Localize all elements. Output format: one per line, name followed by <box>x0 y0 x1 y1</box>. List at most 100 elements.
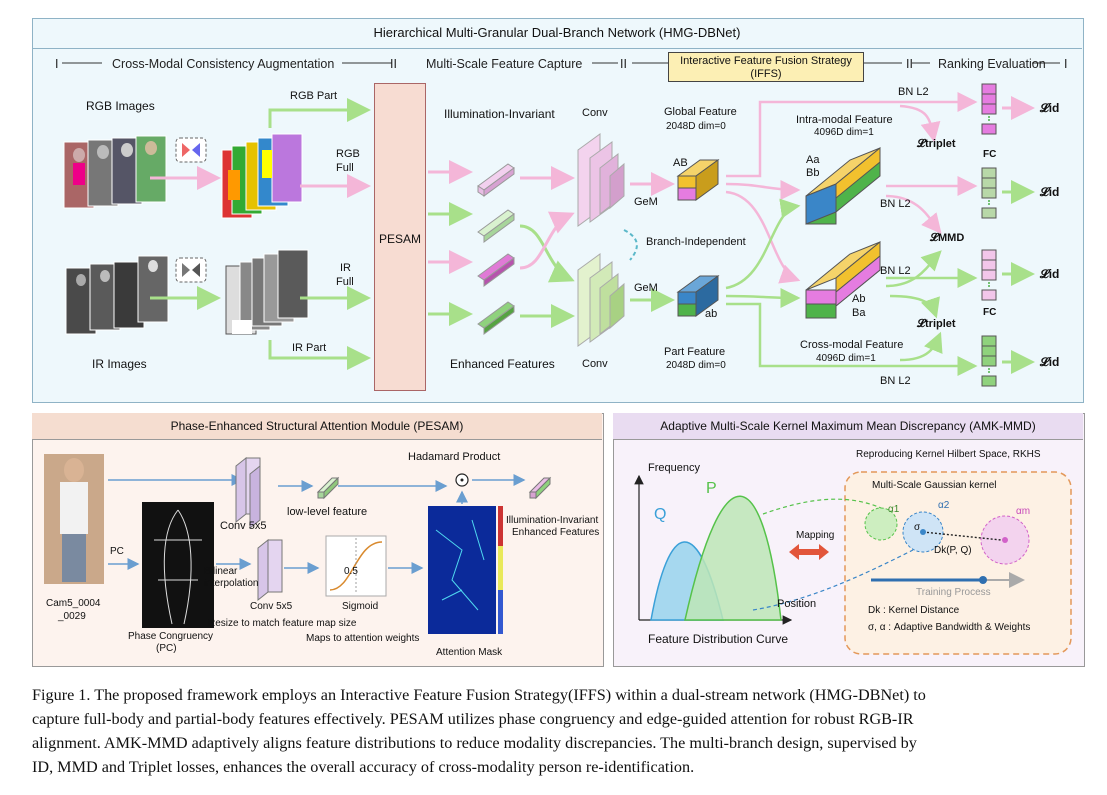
p-label: P <box>706 480 717 497</box>
frequency-axis-label: Frequency <box>648 462 700 474</box>
amk-mmd-panel-title: Adaptive Multi-Scale Kernel Maximum Mean… <box>613 413 1083 440</box>
bilinear-label-2: interpolation <box>204 578 259 589</box>
rgb-full-label-2: Full <box>336 162 354 174</box>
fc-label-2: FC <box>983 307 997 318</box>
alpham-label: αm <box>1016 506 1031 517</box>
ab-upper-label: AB <box>673 157 688 169</box>
phase-congruency-label-1: Phase Congruency <box>128 631 214 642</box>
illumination-invariant-label: Illumination-Invariant <box>444 107 555 121</box>
caption-line: alignment. AMK-MMD adaptively aligns fea… <box>32 734 917 752</box>
part-feature-block <box>676 275 720 317</box>
fc-stack-4 <box>981 335 997 387</box>
attention-mask-label: Attention Mask <box>436 647 503 658</box>
sigmoid-tick: 0.5 <box>344 566 358 577</box>
gem-top-label: GeM <box>634 196 658 208</box>
conv-bottom-label: Conv <box>582 358 608 370</box>
stage-sep: II <box>390 57 397 71</box>
bn-l2-label-4: BN L2 <box>880 375 911 387</box>
cam-id-1: Cam5_0004 <box>46 598 101 609</box>
cam-id-2: _0029 <box>58 611 86 622</box>
pesam-diagram <box>44 454 552 634</box>
pc-label: PC <box>110 546 124 557</box>
output-label-1: Illumination-Invariant <box>506 515 599 526</box>
sigmoid-label: Sigmoid <box>342 601 379 612</box>
feature-distribution-label: Feature Distribution Curve <box>648 632 789 646</box>
ir-full-label-1: IR <box>340 262 351 274</box>
caption-line: Figure 1. The proposed framework employs… <box>32 686 926 704</box>
stage-divider-lines <box>62 62 1060 64</box>
bn-l2-label-1: BN L2 <box>898 86 929 98</box>
mapping-label: Mapping <box>796 530 835 541</box>
part-feature-label: Part Feature <box>664 346 726 358</box>
caption-line: capture full-body and partial-body featu… <box>32 710 914 728</box>
intra-modal-label: Intra-modal Feature <box>796 114 893 126</box>
fc-label-1: FC <box>983 149 997 160</box>
feature-cubes <box>477 163 515 335</box>
ir-image-stack <box>65 255 169 335</box>
phase-congruency-label-2: (PC) <box>156 643 177 654</box>
id-loss-3: 𝓛id <box>1040 267 1060 281</box>
alpha1-label: α1 <box>888 504 900 515</box>
stage-sep: I <box>55 57 59 71</box>
stage-augmentation: Cross-Modal Consistency Augmentation <box>112 57 335 71</box>
figure-caption: Figure 1. The proposed framework employs… <box>32 683 1082 779</box>
sigma-alpha-legend: σ, α : Adaptive Bandwidth & Weights <box>868 622 1031 633</box>
triplet-loss-2: 𝓛triplet <box>917 318 956 330</box>
conv-top-label: Conv <box>582 107 608 119</box>
cross-dim-label: 4096D dim=1 <box>816 353 876 364</box>
fc-stack-2 <box>981 167 997 219</box>
id-loss-1: 𝓛id <box>1040 101 1060 115</box>
cross-modal-feature-block <box>805 240 881 319</box>
conv-stack-top <box>577 133 625 227</box>
maps-note: Maps to attention weights <box>306 633 420 644</box>
ir-part-label: IR Part <box>292 342 327 354</box>
ir-images-label: IR Images <box>92 357 147 371</box>
pesam-label: PESAM <box>378 232 421 246</box>
pesam-panel-title: Phase-Enhanced Structural Attention Modu… <box>32 413 602 440</box>
iffs-line2: (IFFS) <box>750 68 782 80</box>
intra-dim-label: 4096D dim=1 <box>814 127 874 138</box>
low-level-feature-label: low-level feature <box>287 506 368 518</box>
kernel-distance-formula: Dk(P, Q) <box>934 545 972 556</box>
cross-modal-label: Cross-modal Feature <box>800 339 904 351</box>
global-dim-label: 2048D dim=0 <box>666 121 726 132</box>
mmd-loss: 𝓛MMD <box>930 232 965 244</box>
triplet-loss-1: 𝓛triplet <box>917 138 956 150</box>
stage-sep: II <box>906 57 913 71</box>
panel-title: Hierarchical Multi-Granular Dual-Branch … <box>32 18 1082 49</box>
global-feature-label: Global Feature <box>664 106 737 118</box>
rkhs-label: Reproducing Kernel Hilbert Space, RKHS <box>856 449 1041 460</box>
fc-stack-1 <box>981 83 997 135</box>
enhanced-features-label: Enhanced Features <box>450 357 555 371</box>
stage-iffs-box: Interactive Feature Fusion Strategy (IFF… <box>668 52 864 82</box>
sigma-label: σ <box>914 522 921 533</box>
branch-independent-label: Branch-Independent <box>646 236 746 248</box>
stage-ranking: Ranking Evaluation <box>938 57 1046 71</box>
conv-5x5-label-b: Conv 5x5 <box>250 601 293 612</box>
training-process-label: Training Process <box>916 587 991 598</box>
hmg-dbnet-panel <box>32 18 1084 403</box>
conv-5x5-label-a: Conv 5x5 <box>220 520 267 532</box>
stage-feature-capture: Multi-Scale Feature Capture <box>426 57 583 71</box>
stage-sep: I <box>1064 57 1068 71</box>
network-diagram <box>63 83 1035 387</box>
alpha2-label: α2 <box>938 500 950 511</box>
hadamard-label: Hadamard Product <box>408 451 501 463</box>
gem-bottom-label: GeM <box>634 282 658 294</box>
ba-label: Ba <box>852 307 866 319</box>
id-loss-2: 𝓛id <box>1040 185 1060 199</box>
ab2-label: Ab <box>852 293 866 305</box>
conv-stack-bottom <box>577 253 625 347</box>
rgb-part-label: RGB Part <box>290 90 338 102</box>
pesam-block: PESAM <box>374 83 426 391</box>
pesam-panel <box>32 413 604 667</box>
q-label: Q <box>654 506 667 523</box>
bn-l2-label-2: BN L2 <box>880 198 911 210</box>
id-loss-4: 𝓛id <box>1040 355 1060 369</box>
amk-mmd-diagram <box>634 471 1072 655</box>
gaussian-kernel-label: Multi-Scale Gaussian kernel <box>872 480 997 491</box>
part-dim-label: 2048D dim=0 <box>666 360 726 371</box>
caption-line: ID, MMD and Triplet losses, enhances the… <box>32 758 695 776</box>
ab-lower-label: ab <box>705 308 718 320</box>
iffs-line1: Interactive Feature Fusion Strategy <box>680 55 852 67</box>
